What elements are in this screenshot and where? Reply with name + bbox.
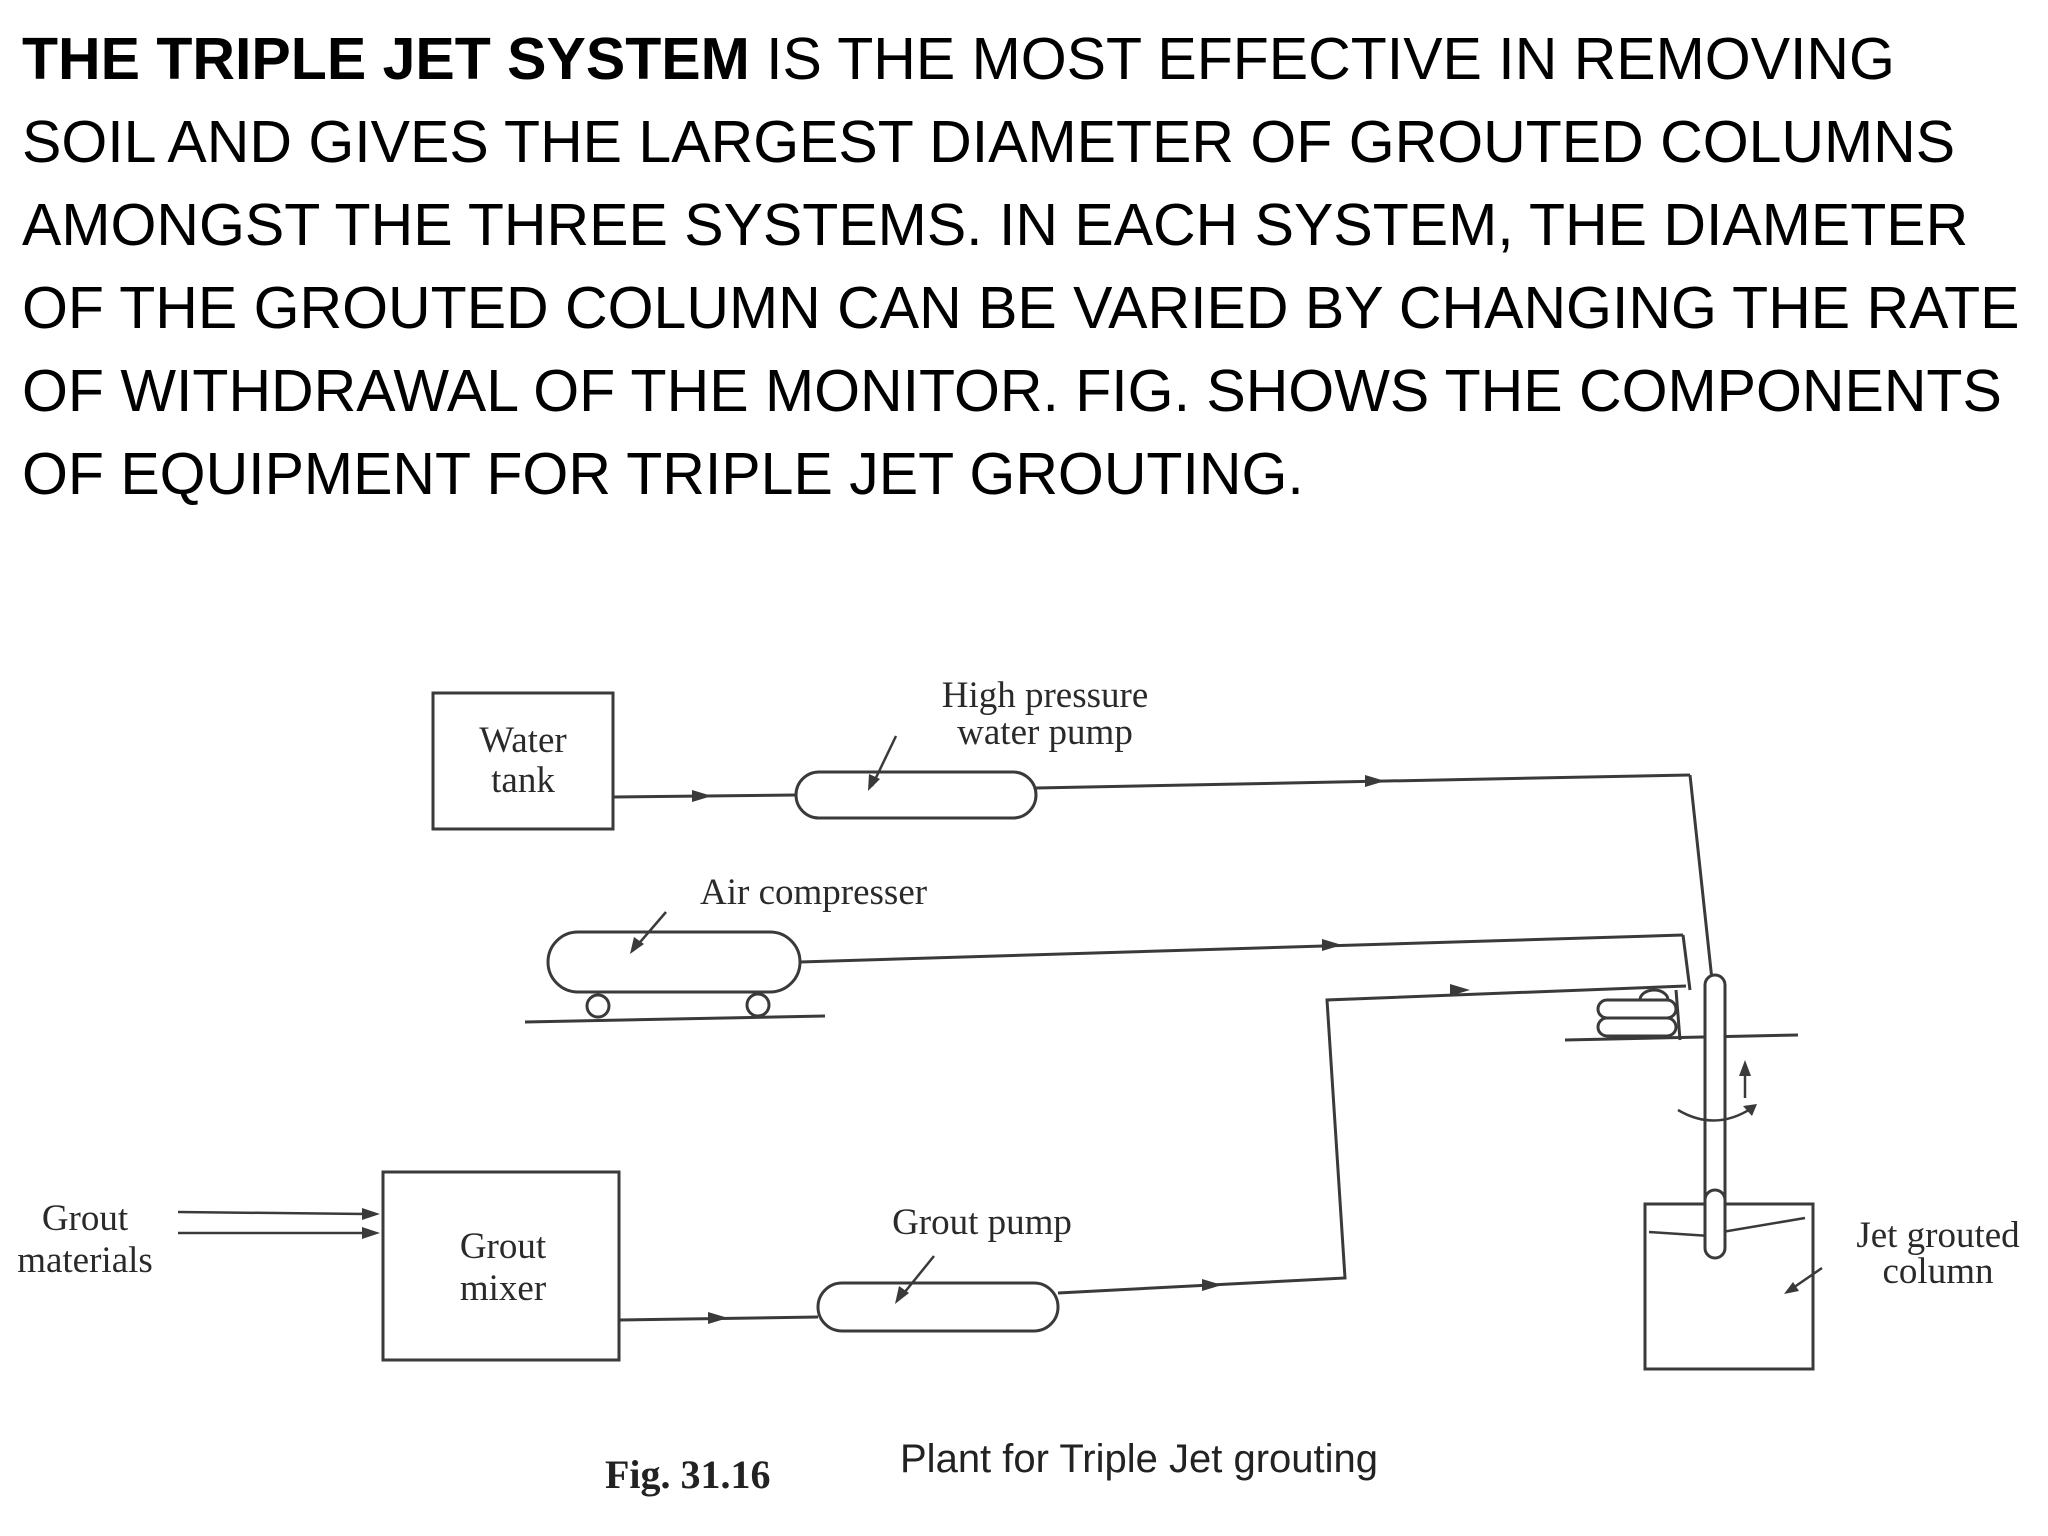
jet-grouted-column-box: [1643, 1202, 1815, 1371]
water-pump-label-line1: High pressure: [942, 675, 1149, 716]
jet-line-right: [1721, 1216, 1806, 1234]
grout-flow-arrow-1: [708, 1312, 728, 1324]
monitor-rod-lower: [1703, 1188, 1727, 1260]
paragraph-body: IS THE MOST EFFECTIVE IN REMOVING SOIL A…: [22, 26, 2020, 507]
rig-drive-unit-top: [1596, 998, 1678, 1020]
grout-pump: [816, 1281, 1060, 1333]
air-flow-arrow: [1322, 939, 1342, 951]
grout-materials-feed-1: [177, 1210, 367, 1216]
water-line-pump-to-monitor: [1035, 773, 1691, 790]
rig-drive-unit-bottom: [1596, 1016, 1678, 1038]
grout-pump-label: Grout pump: [892, 1202, 1072, 1243]
intro-paragraph: THE TRIPLE JET SYSTEM IS THE MOST EFFECT…: [22, 18, 2022, 516]
jet-line-left: [1648, 1230, 1711, 1238]
figure-number: Fig. 31.16: [605, 1452, 771, 1497]
jet-column-pointer-head: [1784, 1282, 1799, 1294]
air-line-compressor-to-monitor: [799, 933, 1684, 964]
air-compressor-ground: [524, 1014, 826, 1024]
grout-materials-label-line1: Grout: [42, 1198, 129, 1239]
withdrawal-arrow-head: [1739, 1060, 1751, 1076]
air-compressor-tank: [546, 930, 802, 994]
water-pump-pointer-head: [868, 774, 880, 791]
grout-materials-feed-1-head: [362, 1208, 380, 1220]
grout-pump-pointer-head: [895, 1286, 909, 1304]
grout-flow-arrow-3: [1450, 984, 1470, 996]
air-compressor-wheel-right: [745, 992, 771, 1018]
grout-mixer-label-line1: Grout: [460, 1226, 547, 1267]
ground-line: [1564, 1033, 1799, 1042]
air-compressor-label: Air compresser: [700, 872, 927, 913]
water-line-riser: [1688, 774, 1714, 981]
air-compressor-pointer-head: [630, 937, 644, 954]
water-tank-label-line1: Water: [479, 720, 566, 761]
water-tank-box: [431, 691, 615, 831]
rotation-arrow-head: [1743, 1104, 1757, 1116]
grout-flow-arrow-2: [1202, 1279, 1222, 1291]
grout-materials-label-line2: materials: [17, 1240, 153, 1281]
rotation-arrow: [1677, 1106, 1753, 1122]
high-pressure-water-pump: [794, 770, 1038, 820]
water-flow-arrow-1: [692, 790, 712, 802]
air-compressor-wheel-left: [585, 993, 611, 1019]
paragraph-lead: THE TRIPLE JET SYSTEM: [22, 26, 750, 92]
grout-materials-feed-2-head: [362, 1227, 380, 1239]
grout-mixer-box: [381, 1170, 621, 1362]
air-line-riser: [1681, 934, 1692, 991]
rig-drive-cap: [1638, 988, 1670, 1002]
rig-frame-left: [1674, 989, 1682, 1041]
water-flow-arrow-2: [1365, 775, 1385, 787]
figure-title: Plant for Triple Jet grouting: [900, 1437, 1378, 1481]
jet-column-label-line1: Jet grouted: [1856, 1215, 2020, 1256]
jet-column-label-line2: column: [1883, 1251, 1994, 1292]
water-tank-label-line2: tank: [491, 760, 555, 801]
grout-mixer-label-line2: mixer: [460, 1268, 546, 1309]
grout-line-pump-to-monitor: [1057, 984, 1687, 1295]
water-pump-label-line2: water pump: [957, 712, 1133, 753]
